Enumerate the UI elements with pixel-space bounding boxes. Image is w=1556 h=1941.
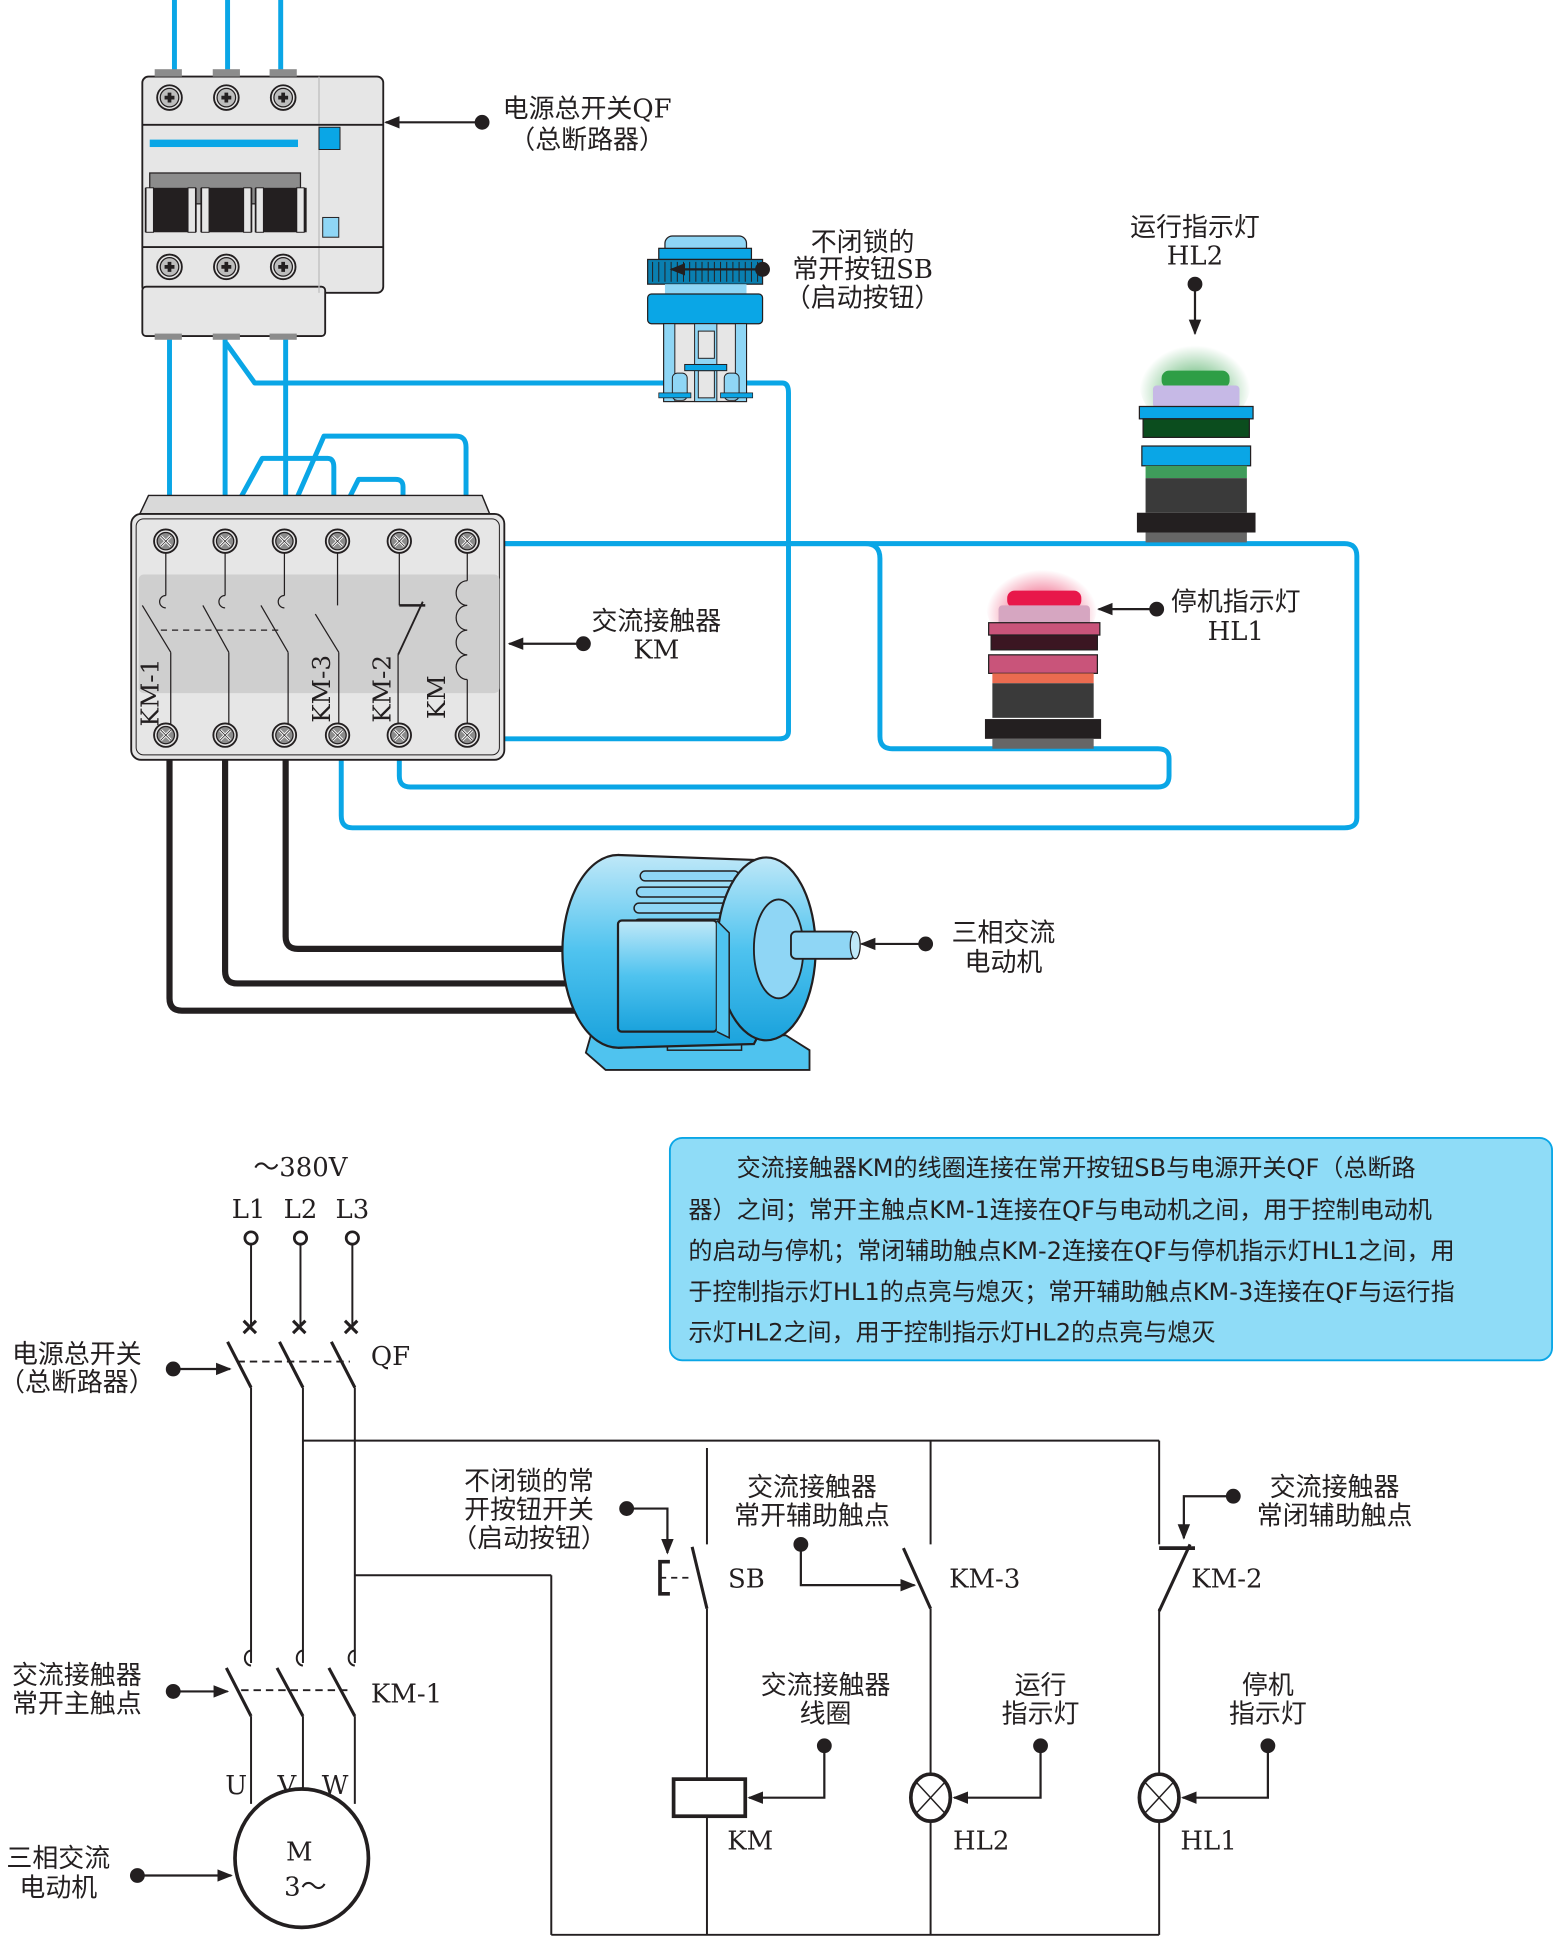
button-label-1: 不闭锁的: [811, 228, 915, 258]
hl1-label-1: 停机指示灯: [1171, 587, 1301, 617]
motor-term-u: U: [225, 1771, 247, 1801]
qf-label-1: 电源总开关: [12, 1340, 142, 1370]
km2-tag: KM-2: [1191, 1565, 1262, 1595]
sch-hl2-label-2: 指示灯: [1002, 1699, 1080, 1729]
three-phase-motor: [561, 853, 861, 1071]
hl1-tag: HL1: [1180, 1827, 1236, 1857]
contactor-tag-km1: KM-1: [135, 659, 164, 727]
km3-tag: KM-3: [949, 1565, 1020, 1595]
sch-hl1-label-2: 指示灯: [1229, 1699, 1307, 1729]
schematic: ～380V L1 L2 L3 QF 电源总开关 （总断路器）: [0, 1153, 1413, 1936]
hl2-tag: HL2: [953, 1827, 1009, 1857]
indicator-lamp-hl1: [984, 560, 1102, 749]
motor-symbol-m: M: [286, 1838, 313, 1868]
hl1-label-2: HL1: [1208, 617, 1264, 647]
contactor-tag-km: KM: [422, 675, 451, 719]
hl1-callout: 停机指示灯 HL1: [1097, 587, 1301, 647]
button-label-2: 常开按钮SB: [792, 255, 933, 285]
contactor-tag-km2: KM-2: [368, 655, 397, 723]
indicator-lamp-hl2: [1136, 336, 1256, 543]
km2-label-1: 交流接触器: [1270, 1473, 1400, 1503]
button-label-3: （启动按钮）: [785, 283, 941, 313]
explanation-note: 交流接触器KM的线圈连接在常开按钮SB与电源开关QF（总断路 器）之间；常开主触…: [668, 1136, 1553, 1362]
breaker-callout: 电源总开关QF （总断路器）: [384, 94, 672, 155]
contactor-label-1: 交流接触器: [591, 607, 721, 637]
hl2-callout: 运行指示灯 HL2: [1130, 213, 1260, 336]
phase-l3: L3: [335, 1195, 369, 1225]
push-button-sb: [647, 235, 764, 403]
note-line-2: 器）之间；常开主触点KM-1连接在QF与电动机之间，用于控制电动机: [688, 1196, 1431, 1224]
contactor-km: KM-1 KM-3 KM-2 KM: [130, 494, 506, 761]
sch-motor-label-2: 电动机: [19, 1874, 97, 1904]
motor-callout: 三相交流 电动机: [859, 918, 1056, 978]
phase-l1: L1: [232, 1195, 266, 1225]
supply-wires: [171, 0, 284, 80]
km3-label-1: 交流接触器: [747, 1473, 877, 1503]
sb-tag: SB: [728, 1565, 765, 1595]
supply-voltage: ～380V: [253, 1153, 348, 1183]
motor-symbol-3ph: 3～: [284, 1872, 326, 1902]
breaker-label-2: （总断路器）: [509, 125, 665, 155]
motor-label-2: 电动机: [965, 948, 1043, 978]
sch-motor-label-1: 三相交流: [6, 1844, 110, 1874]
qf-label-2: （总断路器）: [0, 1368, 155, 1398]
coil-label-1: 交流接触器: [761, 1671, 891, 1701]
km1-tag: KM-1: [371, 1680, 442, 1710]
sch-hl1-label-1: 停机: [1242, 1671, 1294, 1701]
coil-label-2: 线圈: [800, 1699, 852, 1729]
hl2-label-1: 运行指示灯: [1130, 213, 1260, 243]
note-line-3: 的启动与停机；常闭辅助触点KM-2连接在QF与停机指示灯HL1之间，用: [688, 1237, 1454, 1265]
button-callout: 不闭锁的 常开按钮SB （启动按钮）: [669, 228, 941, 313]
note-line-1: 交流接触器KM的线圈连接在常开按钮SB与电源开关QF（总断路: [688, 1154, 1415, 1182]
km3-label-2: 常开辅助触点: [734, 1502, 890, 1532]
contactor-callout: 交流接触器 KM: [507, 607, 721, 666]
qf-tag: QF: [371, 1342, 410, 1372]
motor-label-1: 三相交流: [952, 918, 1056, 948]
sb-label-1: 不闭锁的常: [464, 1467, 594, 1497]
contactor-tag-km3: KM-3: [307, 655, 336, 723]
sb-label-2: 开按钮开关: [464, 1495, 594, 1525]
contactor-label-2: KM: [633, 636, 679, 666]
control-wires: [167, 331, 1360, 831]
breaker-label-1: 电源总开关QF: [503, 94, 672, 124]
note-line-4: 于控制指示灯HL1的点亮与熄灭；常开辅助触点KM-3连接在QF与运行指: [688, 1278, 1454, 1306]
phase-l2: L2: [284, 1195, 318, 1225]
coil-tag: KM: [727, 1827, 773, 1857]
sch-hl2-label-1: 运行: [1015, 1671, 1067, 1701]
km2-label-2: 常闭辅助触点: [1257, 1502, 1413, 1532]
sb-label-3: （启动按钮）: [451, 1524, 607, 1554]
motor-wires: [166, 744, 628, 1014]
circuit-breaker-qf: [141, 69, 385, 340]
note-line-5: 示灯HL2之间，用于控制指示灯HL2的点亮与熄灭: [688, 1319, 1215, 1347]
km1-label-2: 常开主触点: [12, 1689, 142, 1719]
km1-label-1: 交流接触器: [12, 1661, 142, 1691]
hl2-label-2: HL2: [1167, 241, 1223, 271]
